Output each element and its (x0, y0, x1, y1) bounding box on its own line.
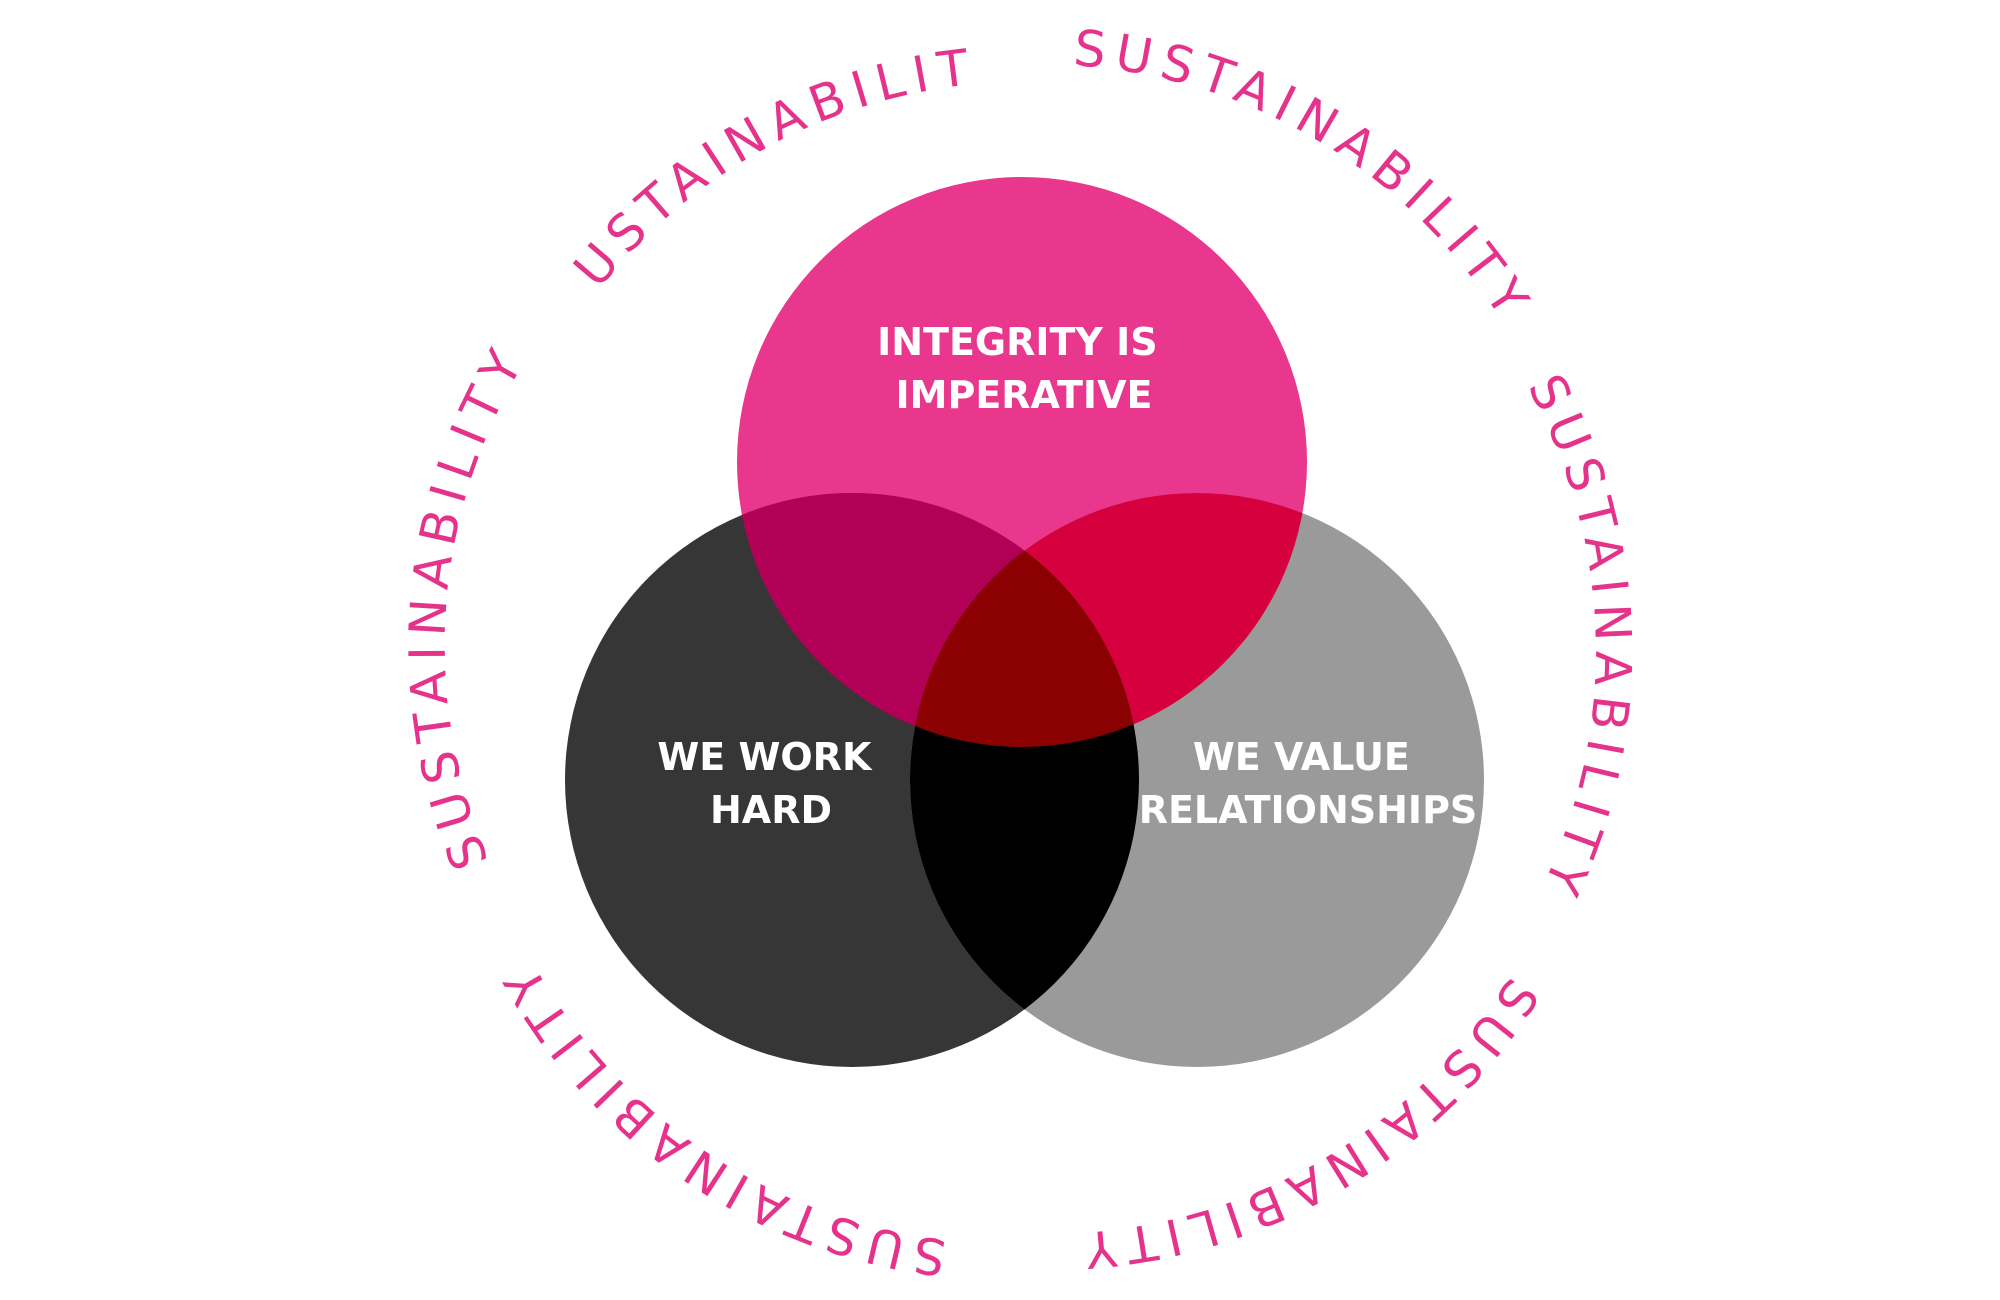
ring-word: SUSTAINABILITY (1517, 365, 1643, 911)
label-work-hard-line1: WE WORK (657, 735, 873, 779)
ring-word: SUSTAINABILITY (398, 333, 538, 877)
label-relationships-line1: WE VALUE (1193, 735, 1410, 779)
label-relationships-line2: RELATIONSHIPS (1139, 788, 1478, 832)
label-integrity-line2: IMPERATIVE (896, 373, 1153, 417)
label-work-hard: WE WORK HARD (657, 735, 884, 832)
label-integrity-line1: INTEGRITY IS (877, 320, 1158, 364)
label-work-hard-line2: HARD (710, 788, 832, 832)
label-relationships: WE VALUE RELATIONSHIPS (1139, 735, 1478, 832)
label-integrity: INTEGRITY IS IMPERATIVE (877, 320, 1171, 417)
overlap-center (910, 493, 1139, 747)
